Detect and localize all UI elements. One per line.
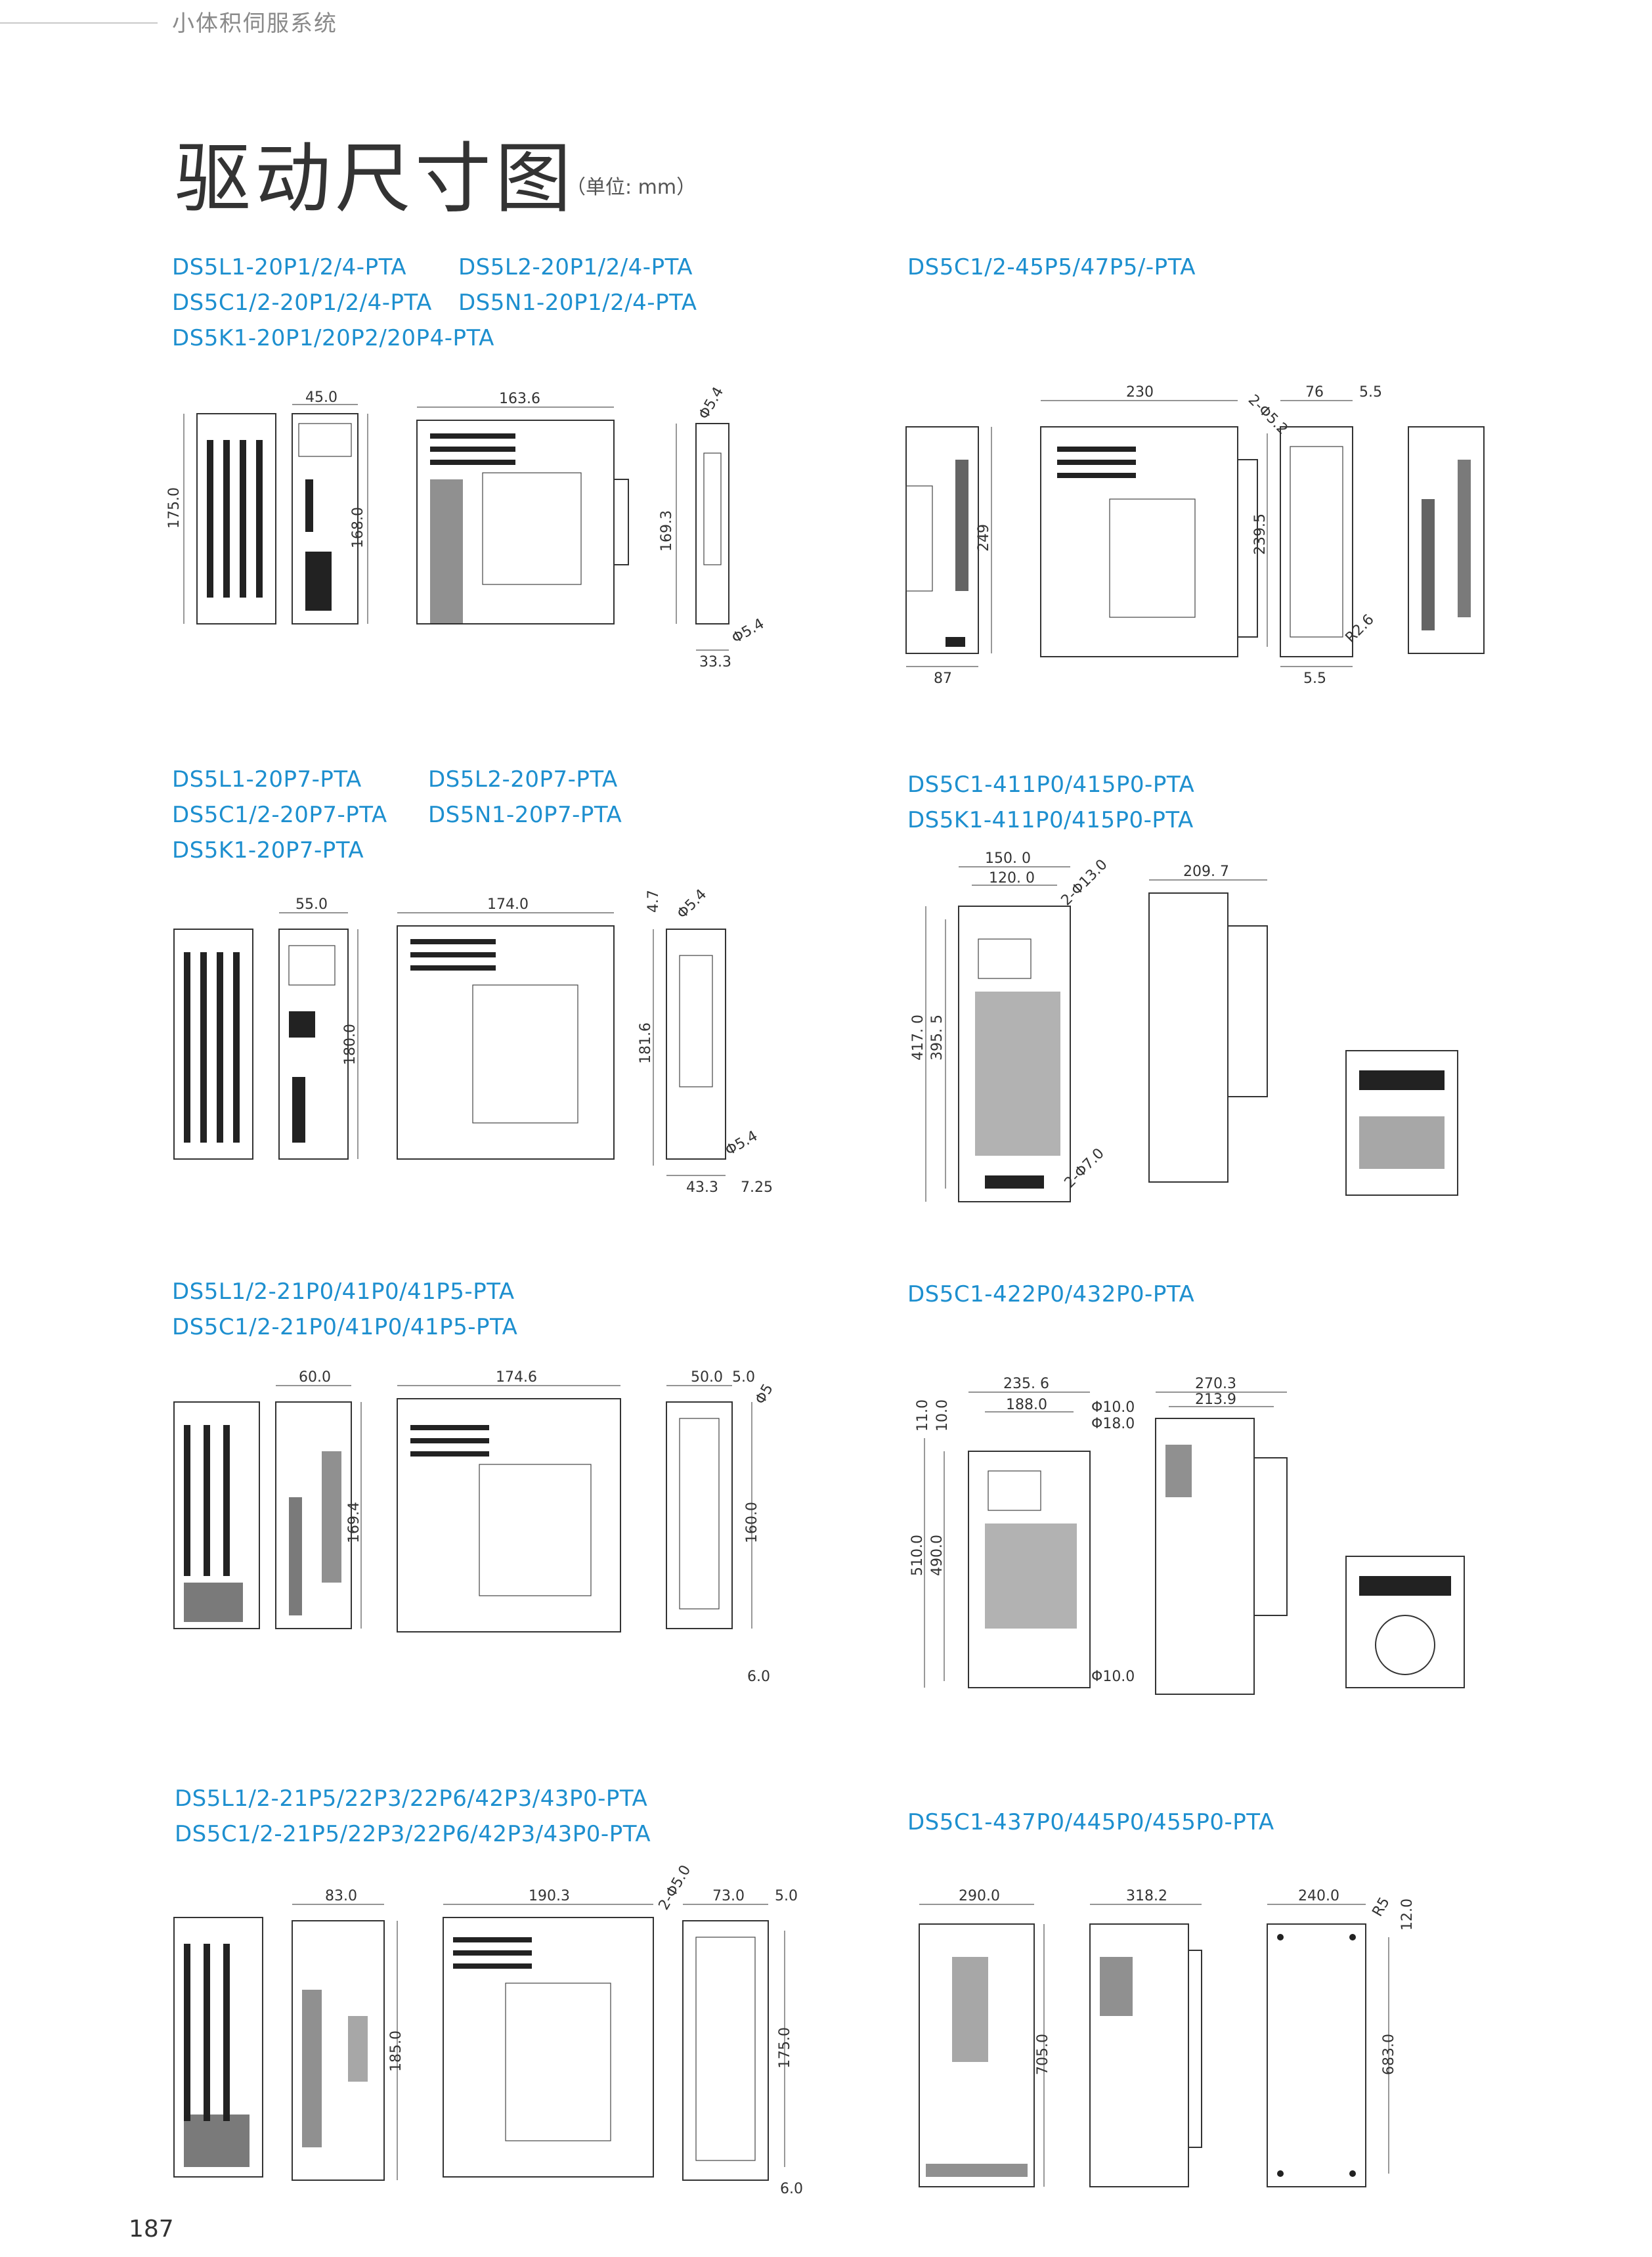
svg-text:169.3: 169.3 <box>659 510 675 552</box>
section-header: 小体积伺服系统 <box>172 11 337 37</box>
dimension-drawing: 87 249 230 2-Φ5.2 239.5 76 5.5 R2.6 5.5 <box>905 384 1485 687</box>
svg-text:5.5: 5.5 <box>1303 670 1326 687</box>
svg-text:180.0: 180.0 <box>342 1024 359 1065</box>
svg-text:160.0: 160.0 <box>744 1502 760 1543</box>
svg-text:Φ10.0: Φ10.0 <box>1091 1669 1135 1685</box>
svg-text:2-Φ7.0: 2-Φ7.0 <box>1062 1145 1108 1191</box>
svg-text:R2.6: R2.6 <box>1343 611 1378 646</box>
svg-text:43.3: 43.3 <box>686 1179 718 1196</box>
svg-text:Φ5.4: Φ5.4 <box>723 1128 761 1159</box>
svg-text:185.0: 185.0 <box>388 2030 404 2072</box>
svg-text:7.25: 7.25 <box>741 1179 773 1196</box>
svg-text:6.0: 6.0 <box>747 1669 770 1685</box>
svg-text:Φ5.4: Φ5.4 <box>674 887 710 923</box>
svg-text:50.0: 50.0 <box>691 1369 723 1386</box>
svg-text:76: 76 <box>1305 384 1324 401</box>
svg-text:60.0: 60.0 <box>299 1369 331 1386</box>
svg-text:705.0: 705.0 <box>1035 2034 1051 2075</box>
svg-text:230: 230 <box>1126 384 1154 401</box>
dimension-drawing: 55.0 180.0 174.0 4.7 Φ5.4 181.6 Φ5.4 43.… <box>173 887 773 1196</box>
svg-text:683.0: 683.0 <box>1381 2034 1397 2075</box>
page-number: 187 <box>129 2216 174 2243</box>
svg-text:209. 7: 209. 7 <box>1183 864 1229 880</box>
svg-text:73.0: 73.0 <box>712 1888 745 1904</box>
svg-text:Φ10.0: Φ10.0 <box>1091 1399 1135 1416</box>
svg-text:188.0: 188.0 <box>1006 1397 1047 1413</box>
svg-text:235. 6: 235. 6 <box>1003 1376 1049 1392</box>
dimension-drawing: 290.0 705.0 318.2 240.0 R5 12.0 683.0 <box>919 1888 1416 2187</box>
svg-text:174.6: 174.6 <box>496 1369 537 1386</box>
svg-text:181.6: 181.6 <box>638 1022 654 1064</box>
svg-text:290.0: 290.0 <box>959 1888 1000 1904</box>
svg-text:11.0: 11.0 <box>915 1399 931 1432</box>
dimension-drawing: 83.0 185.0 190.3 2-Φ5.0 73.0 5.0 175.0 6… <box>173 1862 803 2197</box>
header-rule <box>0 22 158 24</box>
svg-text:240.0: 240.0 <box>1298 1888 1339 1904</box>
svg-text:4.7: 4.7 <box>645 890 662 913</box>
svg-text:163.6: 163.6 <box>499 391 540 407</box>
dimension-drawing: 11.0 10.0 235. 6 188.0 Φ10.0 Φ18.0 510.0… <box>909 1376 1465 1695</box>
svg-text:174.0: 174.0 <box>487 896 529 913</box>
svg-text:2-Φ5.2: 2-Φ5.2 <box>1245 392 1291 438</box>
svg-text:87: 87 <box>934 670 952 687</box>
svg-text:169.4: 169.4 <box>346 1502 362 1543</box>
svg-text:150. 0: 150. 0 <box>985 850 1031 867</box>
svg-text:249: 249 <box>976 524 992 552</box>
svg-text:168.0: 168.0 <box>350 507 366 548</box>
svg-text:Φ5.4: Φ5.4 <box>729 615 768 647</box>
page-title: 驱动尺寸图 <box>175 135 575 223</box>
svg-text:55.0: 55.0 <box>295 896 328 913</box>
svg-text:175.0: 175.0 <box>777 2027 793 2069</box>
svg-text:R5: R5 <box>1370 1895 1393 1919</box>
svg-text:10.0: 10.0 <box>934 1399 951 1432</box>
svg-text:318.2: 318.2 <box>1126 1888 1167 1904</box>
svg-text:239.5: 239.5 <box>1252 514 1269 555</box>
svg-text:5.0: 5.0 <box>732 1369 755 1386</box>
model-list: DS5C1-437P0/445P0/455P0-PTA <box>907 1809 1274 1835</box>
svg-text:Φ5.4: Φ5.4 <box>696 384 728 422</box>
svg-text:5.5: 5.5 <box>1359 384 1382 401</box>
svg-text:45.0: 45.0 <box>305 389 337 406</box>
model-list: DS5C1/2-45P5/47P5/-PTA <box>907 254 1196 280</box>
svg-text:2-Φ13.0: 2-Φ13.0 <box>1058 856 1111 909</box>
svg-text:12.0: 12.0 <box>1399 1898 1416 1931</box>
model-list: DS5C1-422P0/432P0-PTA <box>907 1281 1195 1307</box>
svg-text:417. 0: 417. 0 <box>910 1015 926 1061</box>
svg-text:510.0: 510.0 <box>909 1535 926 1576</box>
svg-text:5.0: 5.0 <box>775 1888 798 1904</box>
svg-text:120. 0: 120. 0 <box>989 870 1035 887</box>
svg-text:270.3: 270.3 <box>1195 1376 1236 1392</box>
svg-text:395. 5: 395. 5 <box>929 1015 946 1061</box>
svg-text:175.0: 175.0 <box>166 487 183 529</box>
dimension-drawing: 150. 0 120. 0 2-Φ13.0 417. 0 395. 5 2-Φ7… <box>910 850 1458 1202</box>
dimension-drawing: 60.0 169.4 174.6 50.0 5.0 Φ5 160.0 6.0 <box>173 1369 777 1685</box>
dimension-drawing: 175.0 45.0 168.0 163.6 Φ5.4 169.3 Φ5.4 3… <box>166 384 768 670</box>
svg-text:2-Φ5.0: 2-Φ5.0 <box>656 1862 695 1913</box>
svg-text:213.9: 213.9 <box>1195 1391 1236 1408</box>
unit-note: （单位: mm） <box>566 176 697 199</box>
svg-text:83.0: 83.0 <box>325 1888 357 1904</box>
svg-text:Φ18.0: Φ18.0 <box>1091 1416 1135 1432</box>
svg-text:490.0: 490.0 <box>929 1535 946 1576</box>
svg-text:190.3: 190.3 <box>529 1888 570 1904</box>
svg-text:33.3: 33.3 <box>699 654 731 670</box>
svg-text:Φ5: Φ5 <box>752 1381 777 1407</box>
svg-text:6.0: 6.0 <box>780 2181 803 2197</box>
